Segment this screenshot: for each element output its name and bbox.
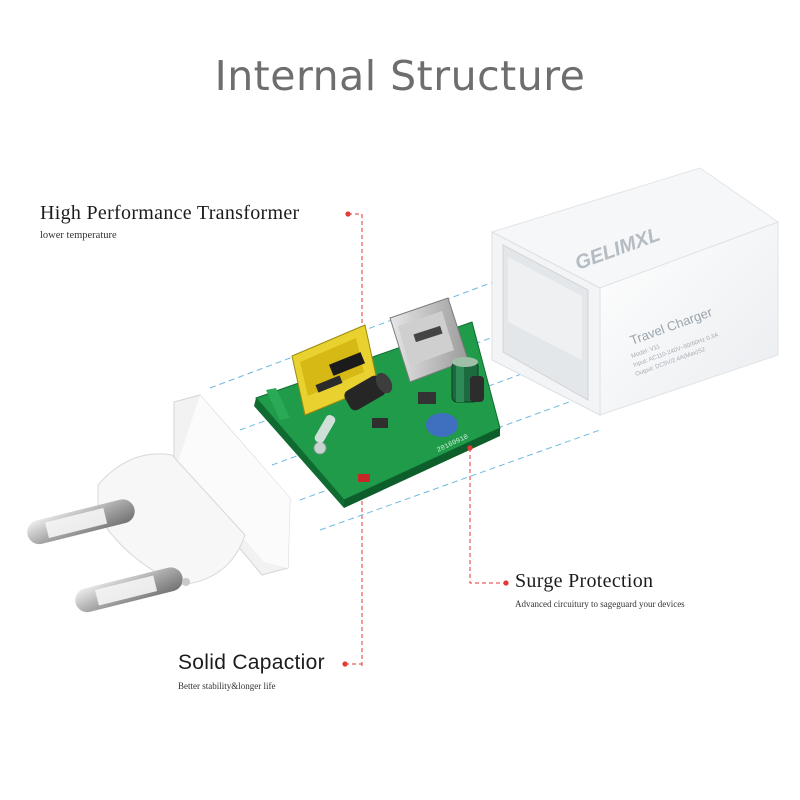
transformer-callout: High Performance Transformer lower tempe…: [40, 202, 299, 241]
transformer-leader: [348, 213, 363, 668]
capacitor-heading: Solid Capactior: [178, 651, 325, 674]
pcb-prongs: [266, 388, 290, 420]
charger-case: GELIMXL Travel Charger Model: V11 Input:…: [490, 167, 780, 416]
surge-subtext: Advanced circuitury to sageguard your de…: [515, 599, 685, 609]
surge-fuse: [314, 414, 336, 444]
solid-capacitor-black: [344, 372, 393, 411]
pcb-assembly: 20160910: [254, 297, 501, 508]
surge-dot: [467, 445, 473, 451]
electrolytic-capacitor: [451, 357, 484, 403]
surge-protection-callout: Surge Protection Advanced circuitury to …: [515, 570, 685, 609]
leader-lines: [345, 213, 506, 668]
plug-body: [97, 453, 246, 586]
transformer-dot: [345, 211, 351, 217]
transformer-subtext: lower temperature: [40, 230, 117, 241]
usb-port: [389, 297, 469, 383]
eu-plug: [27, 394, 291, 613]
solid-capacitor-callout: Solid Capactior Better stability&longer …: [178, 651, 325, 691]
surge-leader: [469, 448, 506, 584]
transformer-heading: High Performance Transformer: [40, 202, 300, 224]
capacitor-dot: [342, 661, 348, 667]
page-title: Internal Structure: [214, 52, 586, 100]
blue-y-capacitor: [426, 413, 458, 437]
capacitor-subtext: Better stability&longer life: [178, 681, 276, 691]
surge-heading: Surge Protection: [515, 570, 654, 592]
surge-end-dot: [503, 580, 509, 586]
leader-dots: [342, 211, 509, 667]
